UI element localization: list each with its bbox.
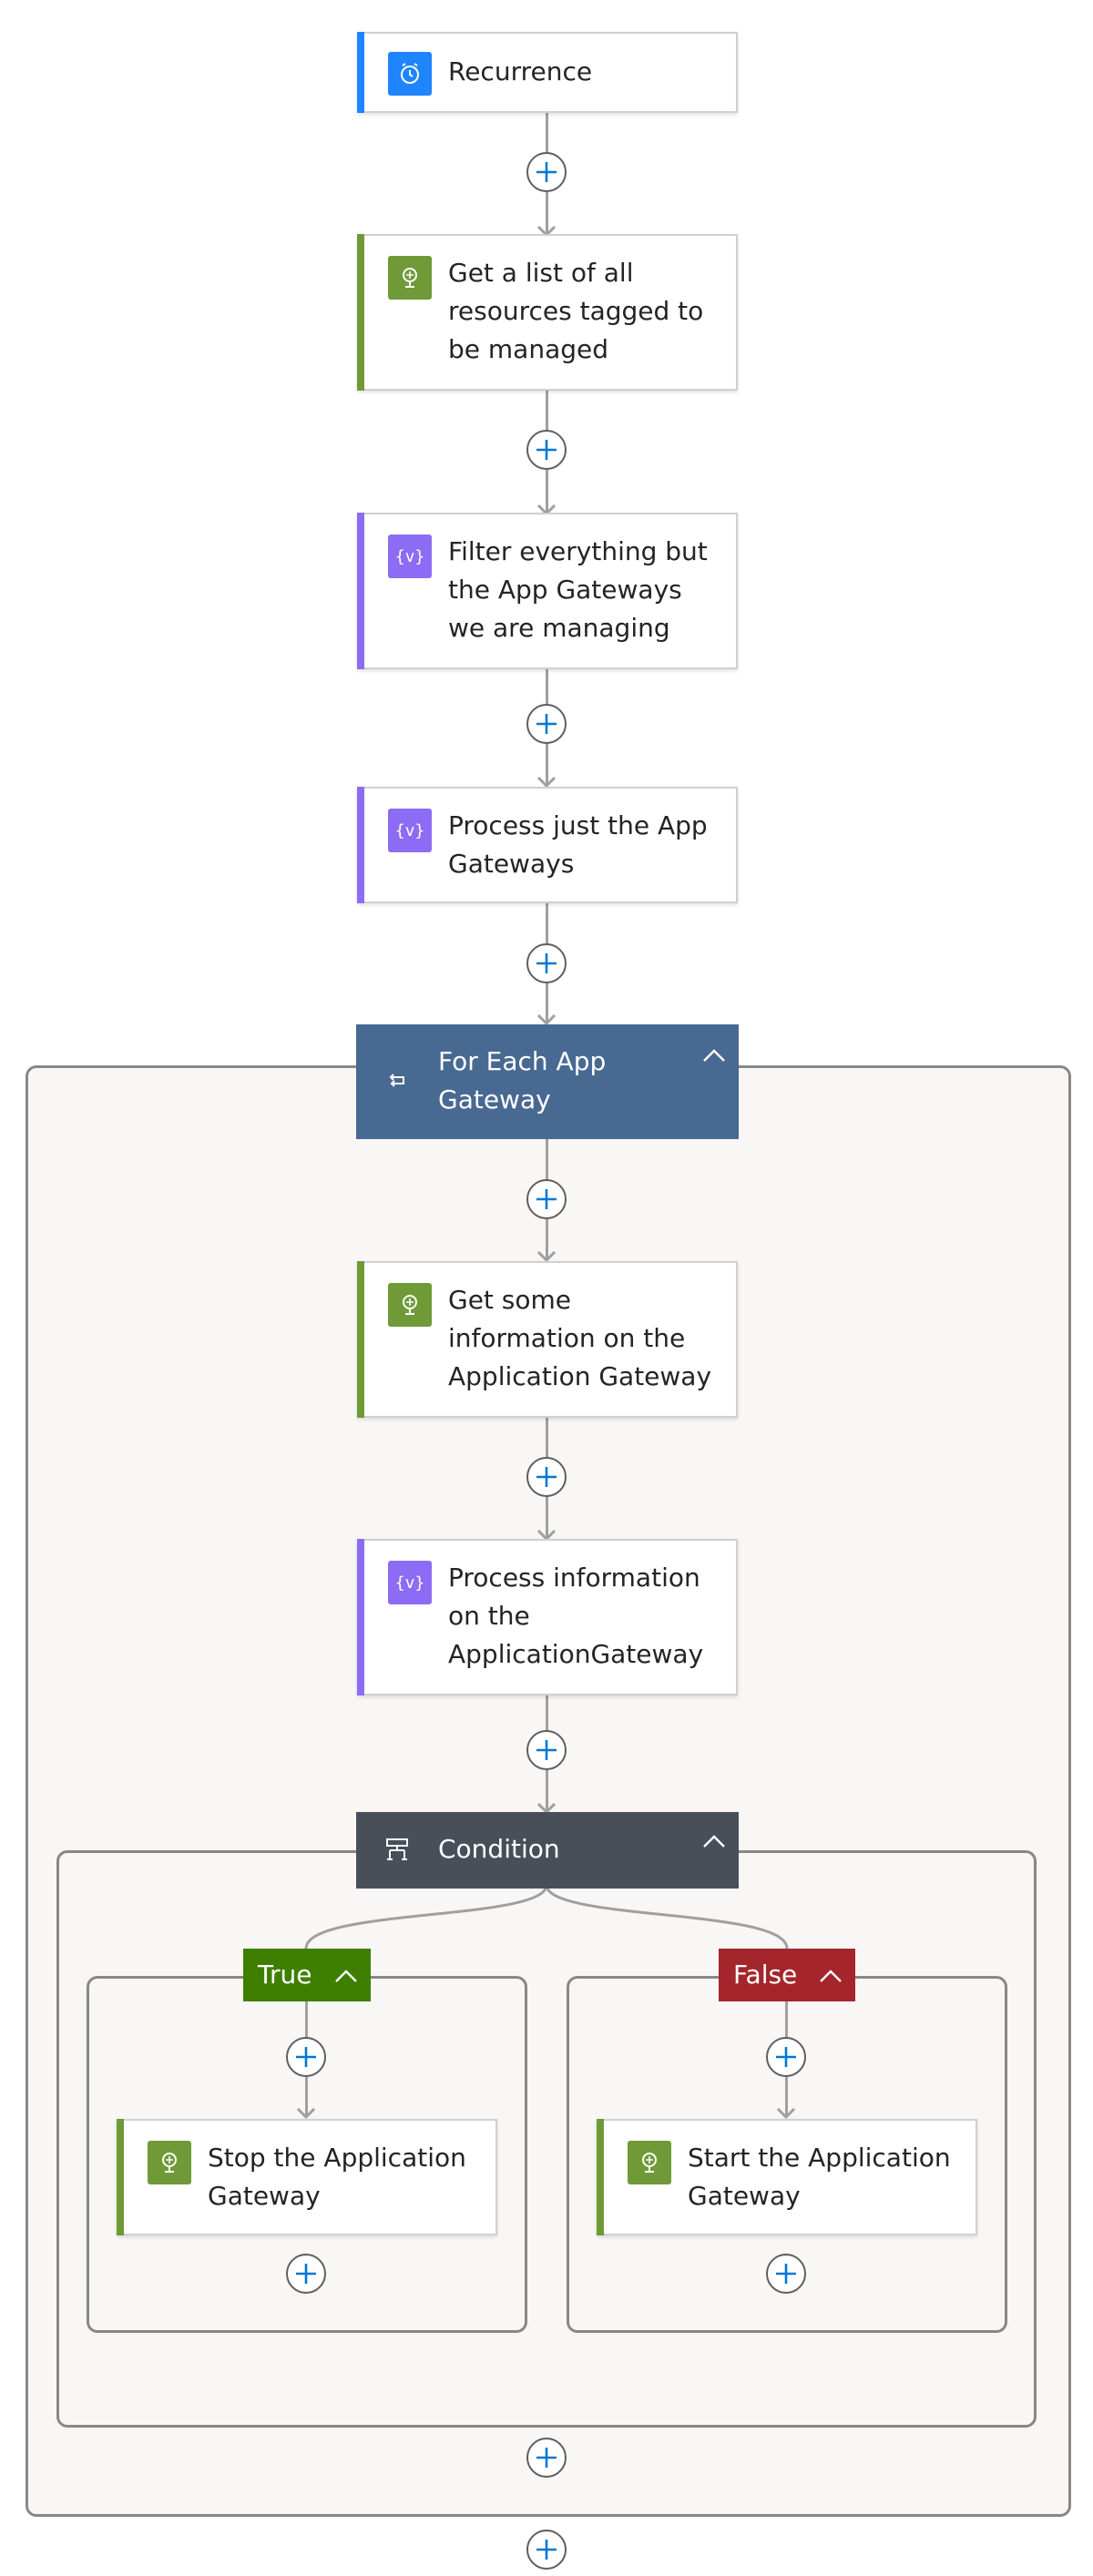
accent-bar (357, 234, 364, 391)
card-title: Get some information on the Application … (448, 1285, 712, 1391)
foreach-title: For Each App Gateway (438, 1046, 607, 1115)
azure-resource-icon (388, 256, 432, 300)
accent-bar (357, 787, 364, 903)
plus-icon (536, 2448, 557, 2468)
plus-icon (536, 162, 557, 182)
condition-icon (383, 1836, 411, 1863)
accent-bar (117, 2119, 124, 2235)
alarm-clock-icon (388, 52, 432, 96)
chevron-up-icon[interactable] (702, 1834, 726, 1848)
variable-braces-icon: {v} (388, 1561, 432, 1604)
plus-icon (536, 1740, 557, 1760)
filter-card[interactable]: {v} Filter everything but the App Gatewa… (357, 513, 738, 669)
get-resources-card[interactable]: Get a list of all resources tagged to be… (357, 234, 738, 391)
condition-header[interactable]: Condition (356, 1812, 739, 1889)
accent-bar (357, 1539, 364, 1695)
plus-icon (536, 953, 557, 973)
accent-bar (357, 1261, 364, 1418)
plus-icon (536, 714, 557, 734)
azure-resource-icon (148, 2141, 191, 2184)
add-step-button[interactable] (526, 2438, 567, 2478)
chevron-up-icon[interactable] (334, 1969, 358, 1983)
arrow-down-icon (536, 777, 557, 788)
branch-connector (304, 1885, 789, 1949)
plus-icon (296, 2264, 316, 2284)
chevron-up-icon[interactable] (819, 1969, 843, 1983)
loop-icon (383, 1066, 411, 1094)
foreach-header[interactable]: For Each App Gateway (356, 1024, 739, 1139)
add-step-button[interactable] (526, 1179, 567, 1219)
process-gateways-card[interactable]: {v} Process just the App Gateways (357, 787, 738, 903)
plus-icon (536, 440, 557, 460)
add-step-button[interactable] (526, 943, 567, 983)
plus-icon (296, 2047, 316, 2067)
accent-bar (357, 32, 364, 113)
plus-icon (536, 2540, 557, 2560)
card-title: Process information on the ApplicationGa… (448, 1563, 704, 1669)
add-step-button[interactable] (526, 430, 567, 470)
plus-icon (776, 2264, 796, 2284)
card-title: Get a list of all resources tagged to be… (448, 258, 704, 364)
false-branch-tag[interactable]: False (719, 1949, 855, 2001)
card-title: Filter everything but the App Gateways w… (448, 536, 708, 643)
arrow-down-icon (536, 1014, 557, 1025)
start-gateway-card[interactable]: Start the Application Gateway (597, 2119, 977, 2235)
stop-gateway-card[interactable]: Stop the Application Gateway (117, 2119, 497, 2235)
false-label: False (733, 1960, 798, 1990)
card-title: Process just the App Gateways (448, 810, 708, 879)
variable-braces-icon: {v} (388, 535, 432, 578)
plus-icon (536, 1189, 557, 1209)
condition-title: Condition (438, 1834, 560, 1864)
azure-resource-icon (388, 1283, 432, 1327)
card-title: Start the Application Gateway (688, 2143, 951, 2211)
card-title: Stop the Application Gateway (208, 2143, 466, 2211)
arrow-down-icon (536, 1251, 557, 1262)
add-step-button[interactable] (526, 152, 567, 192)
accent-bar (597, 2119, 604, 2235)
get-info-card[interactable]: Get some information on the Application … (357, 1261, 738, 1418)
add-step-button[interactable] (766, 2254, 806, 2294)
plus-icon (536, 1467, 557, 1487)
add-step-button[interactable] (286, 2254, 326, 2294)
add-step-button[interactable] (526, 704, 567, 744)
true-branch-tag[interactable]: True (243, 1949, 371, 2001)
variable-braces-icon: {v} (388, 809, 432, 852)
card-title: Recurrence (448, 56, 593, 87)
add-step-button[interactable] (286, 2037, 326, 2077)
add-step-button[interactable] (766, 2037, 806, 2077)
true-label: True (258, 1960, 312, 1990)
add-step-button[interactable] (526, 1457, 567, 1497)
process-info-card[interactable]: {v} Process information on the Applicati… (357, 1539, 738, 1695)
plus-icon (776, 2047, 796, 2067)
chevron-up-icon[interactable] (702, 1048, 726, 1063)
azure-resource-icon (628, 2141, 671, 2184)
arrow-down-icon (776, 2108, 796, 2119)
recurrence-card[interactable]: Recurrence (357, 32, 738, 113)
arrow-down-icon (296, 2108, 316, 2119)
accent-bar (357, 513, 364, 669)
add-step-button[interactable] (526, 2530, 567, 2570)
add-step-button[interactable] (526, 1730, 567, 1770)
